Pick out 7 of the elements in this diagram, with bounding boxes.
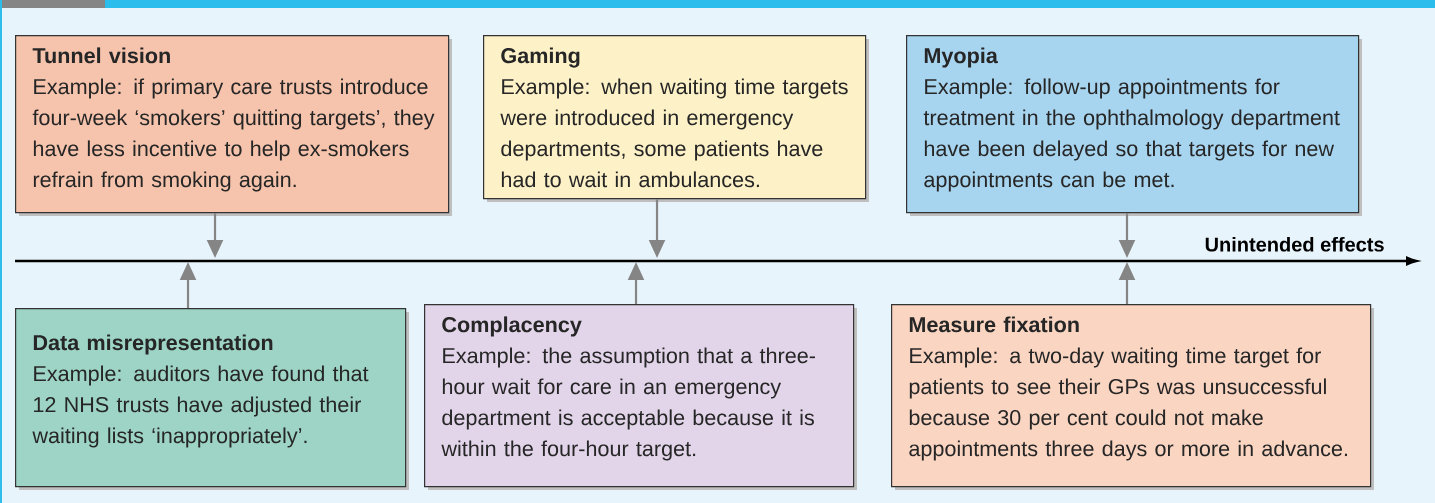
example-box: Measure fixation Example: a two-day waiting time target for patients to see their GPs was unsuccessful because 30 per cent could not make appointments three days or more in advance. bbox=[891, 304, 1374, 490]
example-box: Gaming Example: when waiting time targets were introduced in emergency departments, some patients have had to wait in ambulances. bbox=[483, 35, 869, 202]
example-box: Complacency Example: the assumption that a three-hour wait for care in an emergency department is acceptable because it is within the four-hour target. bbox=[424, 304, 857, 490]
example-box: Data misrepresentation Example: auditors have found that 12 NHS trusts have adjusted their waiting lists ‘inappropriately’. bbox=[15, 308, 409, 490]
example-box: Tunnel vision Example: if primary care trusts introduce four-week ‘smokers’ quitting targets’, they have less incentive to help ex-smokers refrain from smoking again. bbox=[15, 35, 452, 216]
axis-label: Unintended effects bbox=[1205, 236, 1384, 252]
example-box: Myopia Example: follow-up appointments for treatment in the ophthalmology department have been delayed so that targets for new appointments can be met. bbox=[906, 35, 1362, 216]
